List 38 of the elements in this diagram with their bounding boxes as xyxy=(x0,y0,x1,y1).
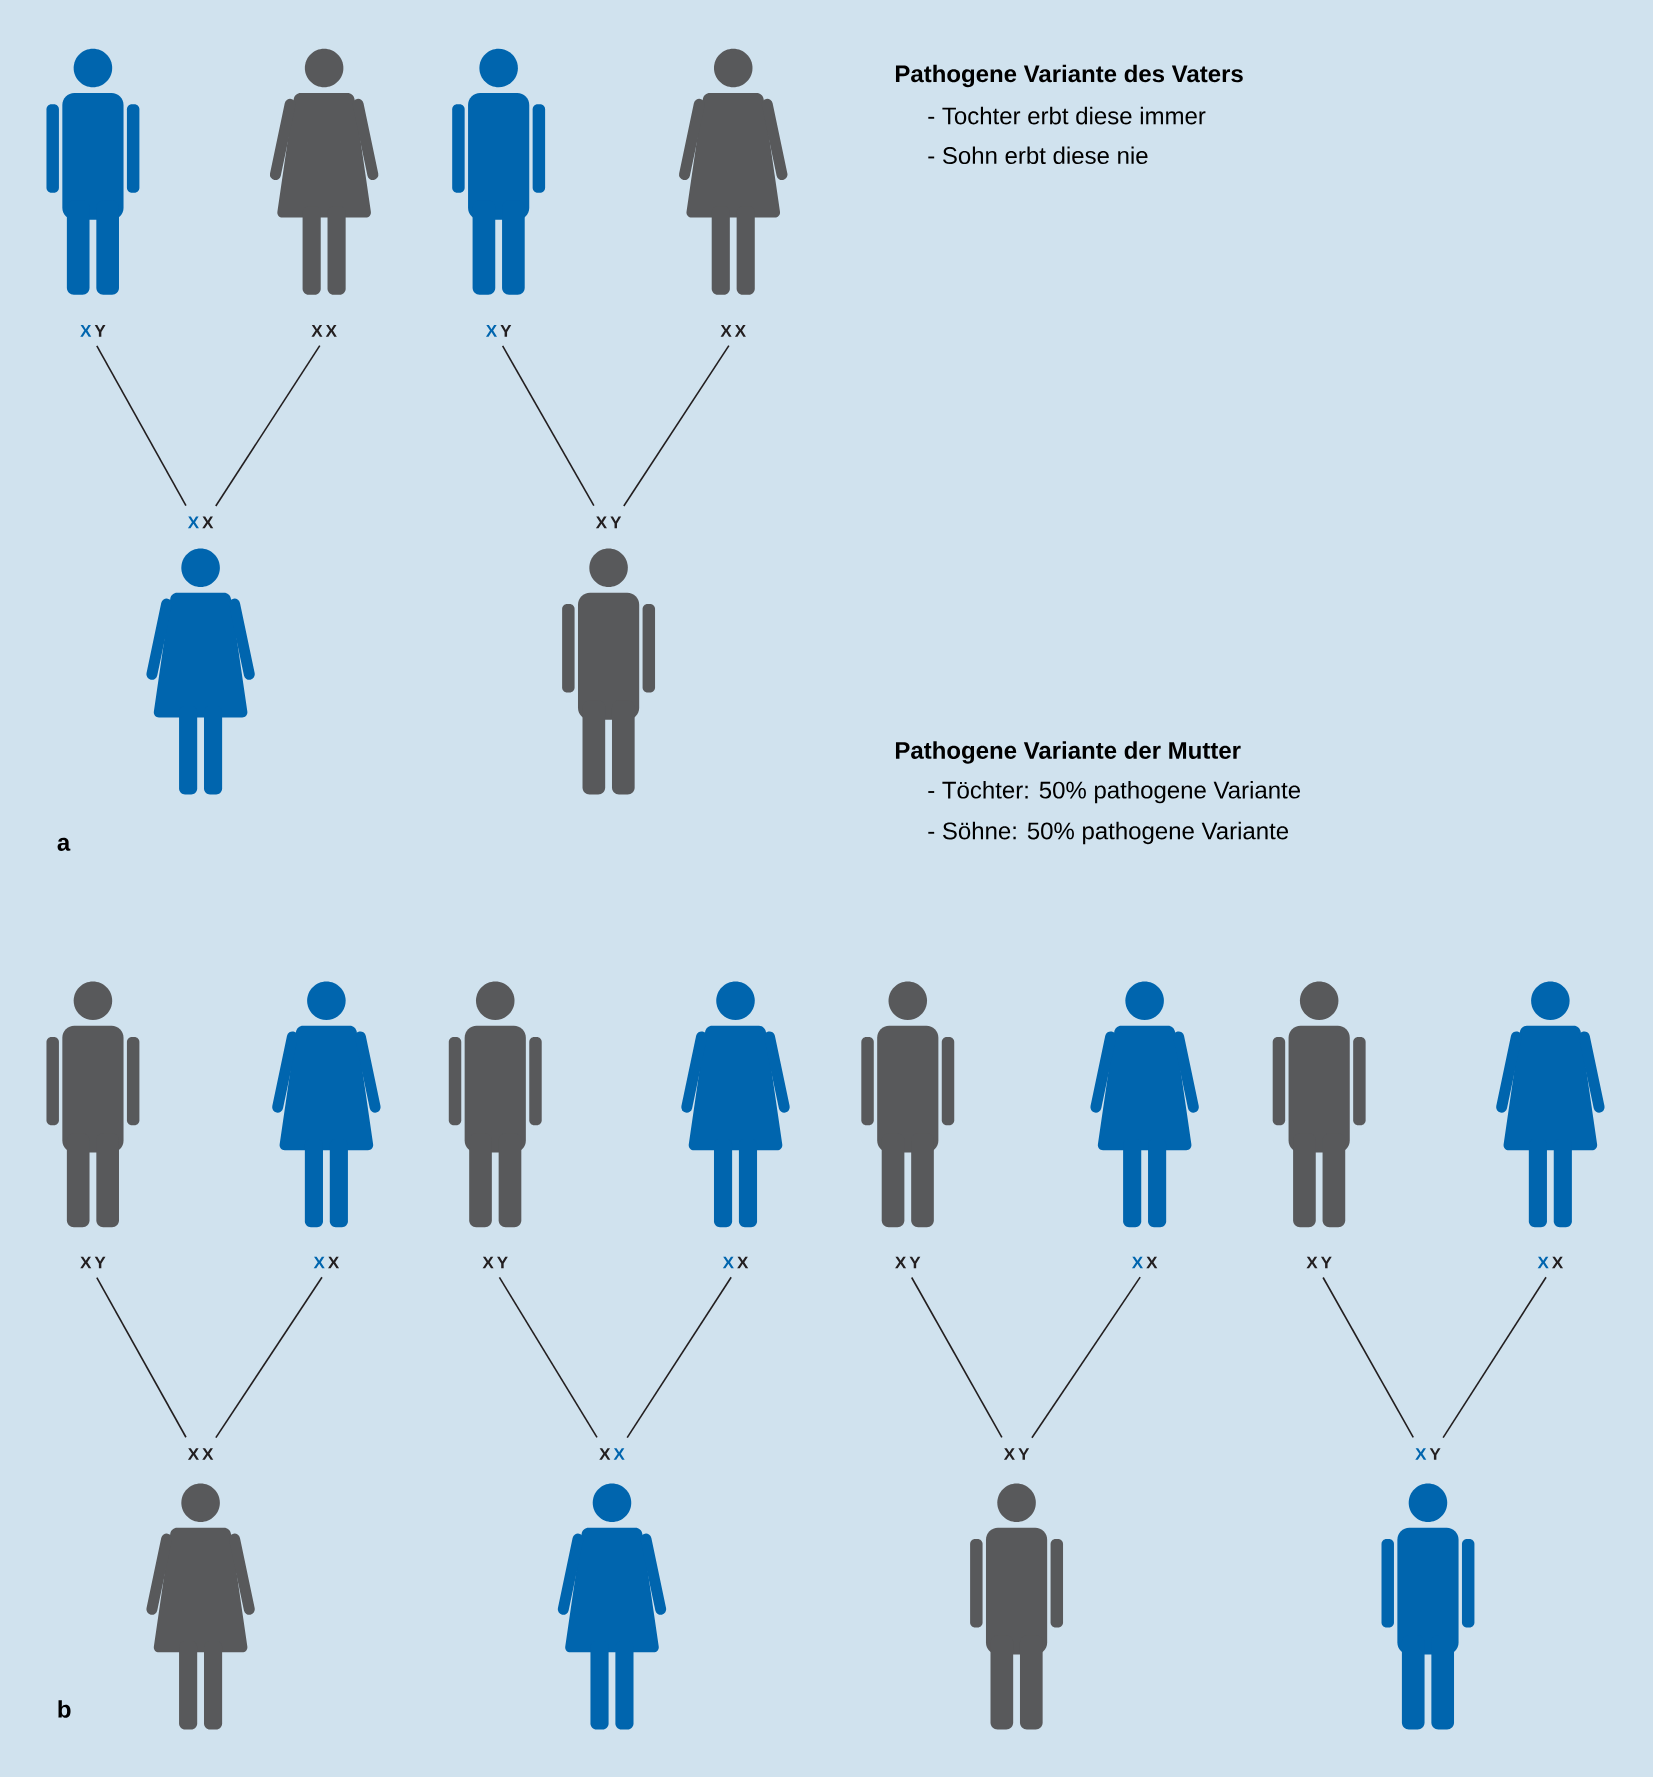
genotype-label: X Y xyxy=(485,325,511,337)
heading: Pathogene Variante der Mutter xyxy=(895,741,1241,764)
connector-line xyxy=(910,1276,1003,1439)
genotype-label: X Y xyxy=(1003,1448,1029,1460)
genotype-label: X X xyxy=(599,1448,625,1460)
connector-line xyxy=(1030,1276,1141,1439)
genotype-label: X X xyxy=(187,1448,214,1460)
connector-line xyxy=(626,1276,732,1439)
connector-line xyxy=(214,344,321,507)
panel-letter: b xyxy=(58,1700,71,1718)
genotype-label: X X xyxy=(722,1256,748,1269)
genotype-label: X Y xyxy=(80,1256,106,1269)
connector-line xyxy=(214,1276,323,1439)
list-item: - Sohn erbt diese nie xyxy=(928,146,1148,165)
list-item: - Söhne: 50% pathogene Variante xyxy=(928,821,1288,845)
genotype-label: X Y xyxy=(1415,1448,1441,1460)
connector-line xyxy=(1322,1276,1414,1439)
genotype-label: X Y xyxy=(80,325,106,337)
connector-line xyxy=(498,1276,598,1439)
genotype-label: X Y xyxy=(595,516,621,529)
connector-line xyxy=(1442,1276,1547,1439)
heading: Pathogene Variante des Vaters xyxy=(895,64,1243,88)
list-item: - Töchter: 50% pathogene Variante xyxy=(928,781,1300,804)
connector-line xyxy=(95,1276,187,1439)
genotype-label: X X xyxy=(313,1256,339,1269)
list-item: - Tochter erbt diese immer xyxy=(928,106,1206,125)
genotype-label: X X xyxy=(1537,1256,1563,1269)
connector-line xyxy=(501,345,595,507)
genotype-label: X X xyxy=(1131,1256,1158,1269)
genotype-label: X X xyxy=(720,325,746,337)
panel-letter: a xyxy=(57,837,71,851)
connector-line xyxy=(622,344,730,507)
genotype-label: X Y xyxy=(894,1256,921,1269)
genotype-label: X Y xyxy=(1306,1256,1332,1269)
genotype-label: X X xyxy=(187,516,214,529)
genotype-label: X Y xyxy=(482,1256,508,1269)
connector-line xyxy=(95,345,187,507)
genotype-label: X X xyxy=(311,325,337,337)
